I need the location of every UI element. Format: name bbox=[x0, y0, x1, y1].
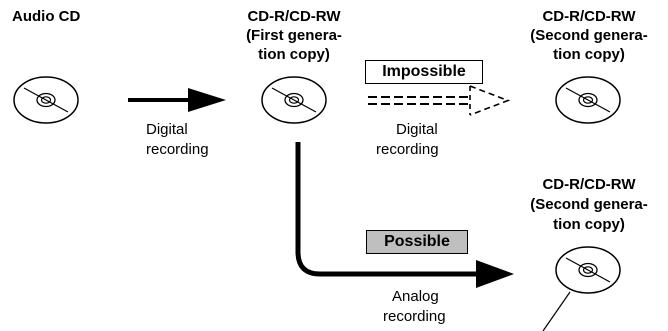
audio-cd-label: Audio CD bbox=[12, 8, 81, 25]
second-copy-digital-label-line2: (Second genera- bbox=[530, 27, 648, 44]
second-copy-analog-disc-icon bbox=[555, 246, 621, 294]
pointer-line bbox=[542, 291, 571, 331]
second-copy-digital-label-line3: tion copy) bbox=[553, 46, 625, 63]
first-copy-label-line1: CD-R/CD-RW bbox=[247, 8, 341, 25]
second-copy-analog-label-line3: tion copy) bbox=[553, 216, 625, 233]
second-copy-digital-label-line1: CD-R/CD-RW bbox=[542, 8, 636, 25]
second-digital-recording-label-line2: recording bbox=[376, 141, 439, 158]
possible-badge: Possible bbox=[366, 230, 468, 254]
second-digital-recording-label-line1: Digital bbox=[396, 121, 438, 138]
second-copy-analog-label-line1: CD-R/CD-RW bbox=[542, 176, 636, 193]
analog-recording-label-line1: Analog bbox=[392, 288, 439, 305]
first-copy-label-line2: (First genera- bbox=[246, 27, 342, 44]
second-copy-analog-label-line2: (Second genera- bbox=[530, 196, 648, 213]
digital-arrow-icon bbox=[128, 88, 226, 112]
analog-recording-label-line2: recording bbox=[383, 308, 446, 325]
second-copy-digital-disc-icon bbox=[555, 76, 621, 124]
digital-recording-label-line1: Digital bbox=[146, 121, 188, 138]
impossible-badge: Impossible bbox=[365, 60, 483, 84]
digital-recording-label-line2: recording bbox=[146, 141, 209, 158]
first-copy-disc-icon bbox=[261, 76, 327, 124]
first-copy-label-line3: tion copy) bbox=[258, 46, 330, 63]
analog-arrow-icon bbox=[295, 142, 514, 288]
impossible-dashed-arrow-icon bbox=[368, 85, 511, 116]
audio-cd-disc-icon bbox=[13, 76, 79, 124]
